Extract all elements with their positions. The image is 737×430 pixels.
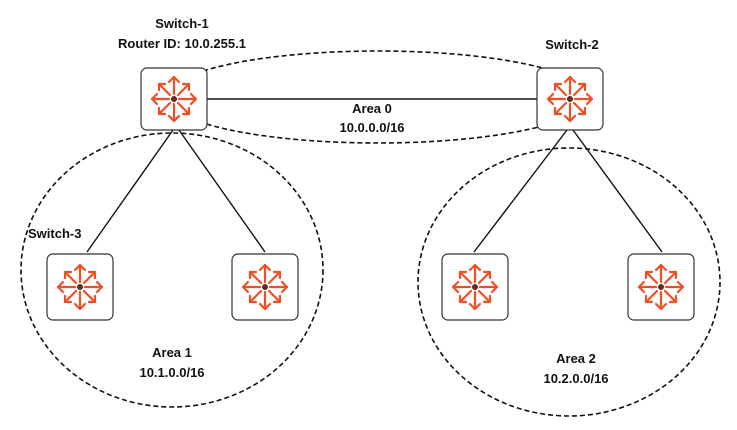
router-switch-icon: [546, 75, 594, 123]
area-1-subnet: 10.1.0.0/16: [139, 365, 204, 380]
area-2-outline: [417, 147, 721, 417]
switch-1-router-id: Router ID: 10.0.255.1: [118, 36, 246, 51]
switch-6-device[interactable]: [627, 253, 695, 321]
link-switch1-switch4: [178, 129, 266, 253]
switch-1-label: Switch-1: [155, 16, 208, 31]
switch-3-device[interactable]: [46, 253, 114, 321]
link-switch2-switch5: [473, 129, 568, 253]
link-switch2-switch6: [572, 129, 663, 253]
router-switch-icon: [451, 263, 499, 311]
switch-5-device[interactable]: [441, 253, 509, 321]
router-switch-icon: [150, 75, 198, 123]
switch-2-label: Switch-2: [545, 37, 598, 52]
router-switch-icon: [56, 263, 104, 311]
switch-2-device[interactable]: [536, 67, 604, 131]
area-1-outline: [20, 132, 324, 408]
link-switch1-switch3: [86, 129, 174, 253]
switch-1-device[interactable]: [140, 67, 208, 131]
switch-3-label: Switch-3: [28, 226, 81, 241]
router-switch-icon: [637, 263, 685, 311]
area-0-name: Area 0: [352, 101, 392, 116]
area-2-name: Area 2: [556, 351, 596, 366]
router-switch-icon: [241, 263, 289, 311]
switch-4-device[interactable]: [231, 253, 299, 321]
area-0-subnet: 10.0.0.0/16: [339, 120, 404, 135]
area-1-name: Area 1: [152, 345, 192, 360]
area-2-subnet: 10.2.0.0/16: [543, 371, 608, 386]
